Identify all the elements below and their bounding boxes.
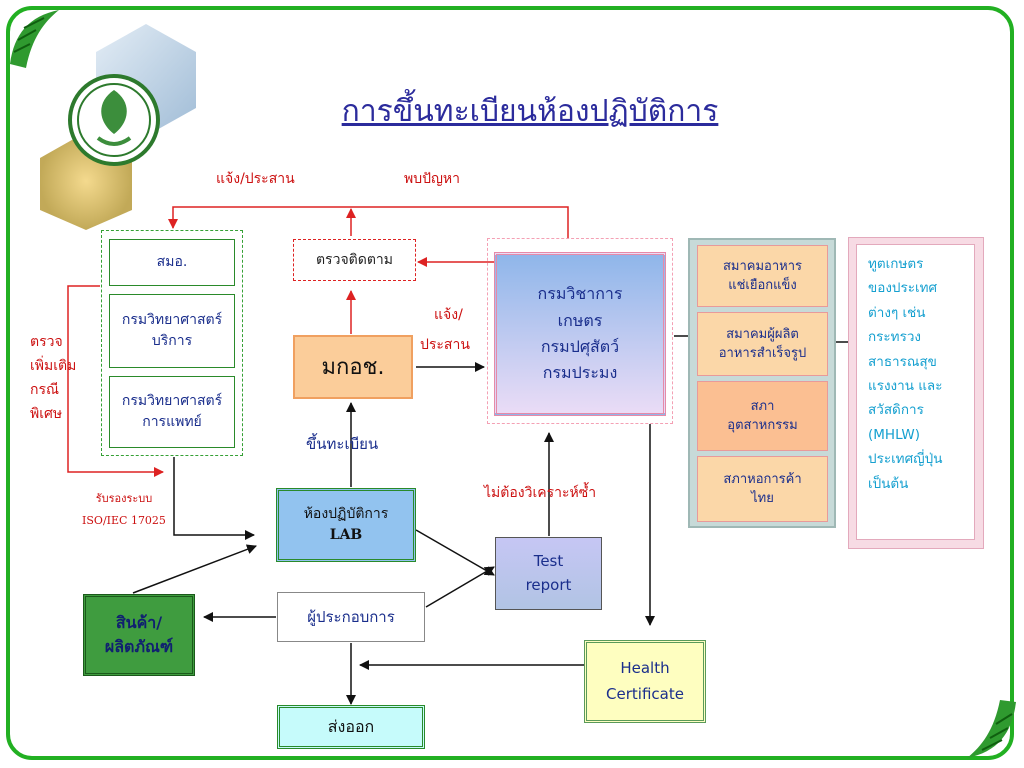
dss-box: กรมวิทยาศาสตร์ บริการ [109, 294, 235, 368]
association-ready-food: สมาคมผู้ผลิต อาหารสำเร็จรูป [697, 312, 828, 376]
departments-box: กรมวิชาการ เกษตร กรมปศุสัตว์ กรมประมง [494, 252, 666, 416]
product-box: สินค้า/ ผลิตภัณฑ์ [83, 594, 195, 676]
operator-box: ผู้ประกอบการ [277, 592, 425, 642]
label-inform-mid-2: ประสาน [420, 337, 470, 353]
leaf-decoration-top-left [10, 10, 59, 68]
label-accreditation: รับรองระบบ ISO/IEC 17025 [82, 492, 166, 527]
association-chamber-commerce: สภาหอการค้า ไทย [697, 456, 828, 522]
label-extra-check: ตรวจ เพิ่มเติม กรณี พิเศษ [30, 334, 77, 422]
test-report-box: Test report [495, 537, 602, 610]
monitor-box: ตรวจติดตาม [293, 239, 416, 281]
label-register: ขึ้นทะเบียน [306, 435, 379, 453]
page-title: การขึ้นทะเบียนห้องปฏิบัติการ [341, 94, 719, 129]
acfs-box: มกอช. [293, 335, 413, 399]
label-no-reanalysis: ไม่ต้องวิเคราะห์ซ้ำ [484, 485, 597, 501]
health-certificate-box: Health Certificate [584, 640, 706, 723]
export-box: ส่งออก [277, 705, 425, 749]
departments-group [487, 238, 673, 424]
label-inform-mid-1: แจ้ง/ [434, 307, 463, 323]
association-industries: สภา อุตสาหกรรม [697, 381, 828, 451]
left-agency-group [101, 230, 243, 456]
lab-box: ห้องปฏิบัติการ LAB [276, 488, 416, 562]
dmsc-box: กรมวิทยาศาสตร์ การแพทย์ [109, 376, 235, 448]
leaf-decoration-bottom-right [967, 700, 1016, 758]
association-frozen-food: สมาคมอาหาร แช่เยือกแข็ง [697, 245, 828, 307]
slide-frame [6, 6, 1014, 760]
tisi-box: สมอ. [109, 239, 235, 286]
label-found-problem: พบปัญหา [404, 171, 461, 187]
logo-collage [40, 24, 196, 230]
label-inform-coordinate-top: แจ้ง/ประสาน [216, 171, 295, 187]
attache-text: ทูตเกษตร ของประเทศ ต่างๆ เช่น กระทรวง สา… [868, 256, 943, 492]
attache-box [856, 244, 975, 540]
